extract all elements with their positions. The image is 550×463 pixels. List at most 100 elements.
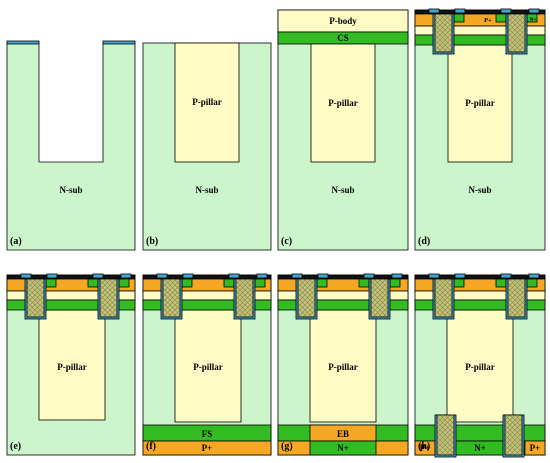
contact-oxide	[500, 273, 512, 279]
n-plus-layer	[309, 440, 377, 456]
p-pillar	[38, 309, 106, 421]
panel-label: (h)	[418, 441, 430, 452]
trench-gate	[235, 278, 254, 318]
p-pillar	[310, 43, 376, 163]
trench-gate	[26, 278, 45, 318]
p-pillar-label: P-pillar	[465, 98, 495, 108]
n-plus-source	[254, 278, 266, 288]
trench-gate	[370, 278, 389, 318]
eb-label: EB	[337, 429, 349, 439]
contact-oxide	[46, 273, 58, 279]
contact-oxide	[20, 273, 32, 279]
contact-oxide	[391, 273, 403, 279]
panel-label: (a)	[10, 236, 22, 247]
trench-gate	[504, 414, 523, 456]
n-plus-source	[45, 278, 57, 288]
panel-label: (f)	[146, 441, 156, 452]
contact-oxide	[454, 8, 466, 14]
trench-gate	[507, 278, 526, 318]
n-sub-label: N-sub	[331, 185, 354, 195]
cs-layer	[142, 299, 272, 311]
n-plus-source	[358, 278, 370, 288]
trench-gate	[434, 13, 453, 53]
p-pillar	[174, 42, 240, 163]
n-plus-label: N+	[529, 17, 536, 23]
n-plus-source	[389, 278, 401, 288]
contact-oxide	[256, 273, 268, 279]
panel-e: P-pillar (e)	[6, 273, 136, 456]
p-plus-collector	[142, 440, 272, 456]
fs-layer	[414, 424, 546, 442]
contact-oxide	[182, 273, 194, 279]
contact-oxide	[428, 8, 440, 14]
p-plus-right	[524, 440, 546, 456]
n-plus-label: N+	[474, 443, 486, 453]
hard-mask	[102, 40, 136, 45]
p-body-label: P-body	[329, 16, 357, 26]
n-plus-source	[495, 13, 507, 23]
n-plus-source	[453, 278, 465, 288]
p-plus-right-label: P+	[530, 443, 541, 453]
cs-layer	[277, 299, 409, 311]
p-pillar-label: P-pillar	[57, 362, 87, 372]
panel-label: (e)	[10, 441, 21, 452]
contact-oxide	[291, 273, 303, 279]
contact-oxide	[528, 8, 540, 14]
cs-layer	[414, 299, 546, 311]
fs-label: FS	[202, 429, 213, 439]
contact-oxide	[454, 273, 466, 279]
n-sub-label: N-sub	[468, 185, 491, 195]
hard-mask	[6, 40, 40, 45]
n-sub-label: N-sub	[59, 185, 82, 195]
n-plus-source	[316, 278, 328, 288]
n-sub-region	[6, 42, 136, 251]
n-plus-source	[118, 278, 130, 288]
trench-gate	[162, 278, 181, 318]
contact-oxide	[120, 273, 132, 279]
cs-label: CS	[337, 33, 349, 43]
n-plus-source	[87, 278, 99, 288]
panel-label: (b)	[146, 236, 158, 247]
trench-gate	[507, 13, 526, 53]
p-plus-label: P+	[202, 443, 213, 453]
contact-oxide	[363, 273, 375, 279]
trench-gate	[99, 278, 118, 318]
p-pillar	[309, 309, 377, 423]
contact-oxide	[228, 273, 240, 279]
n-plus-source	[181, 278, 193, 288]
p-pillar-label: P-pillar	[328, 362, 358, 372]
p-plus-label: P+	[484, 17, 492, 24]
cs-layer	[414, 34, 546, 46]
n-plus-source	[453, 13, 465, 23]
panel-label: (d)	[418, 236, 430, 247]
p-pillar-label: P-pillar	[193, 362, 223, 372]
panel-label: (g)	[281, 441, 293, 452]
contact-oxide	[317, 273, 329, 279]
p-pillar	[174, 309, 242, 423]
trench-gate	[434, 278, 453, 318]
p-pillar	[446, 309, 514, 423]
panel-a: N-sub (a)	[6, 40, 136, 251]
p-pillar-label: P-pillar	[465, 362, 495, 372]
p-pillar-label: P-pillar	[328, 98, 358, 108]
panel-label: (c)	[281, 236, 292, 247]
p-pillar	[447, 44, 513, 163]
contact-oxide	[528, 273, 540, 279]
n-plus-source	[495, 278, 507, 288]
n-plus-source	[223, 278, 235, 288]
p-pillar-label: P-pillar	[192, 97, 222, 107]
n-plus-source	[526, 278, 538, 288]
p-plus-left-label: P+	[420, 443, 431, 453]
contact-oxide	[500, 8, 512, 14]
n-plus-label: N+	[337, 443, 349, 453]
trench-gate	[297, 278, 316, 318]
contact-oxide	[428, 273, 440, 279]
trench-gate	[436, 414, 455, 456]
